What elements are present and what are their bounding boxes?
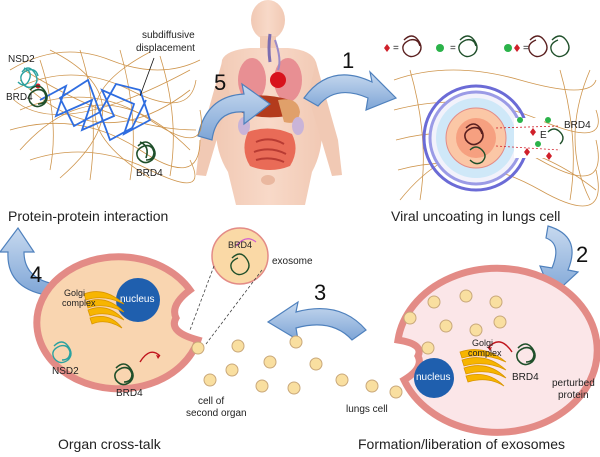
legend-equals-2: = bbox=[450, 43, 456, 54]
label-organ-nsd2: NSD2 bbox=[52, 366, 79, 377]
label-cell-second-1: cell of bbox=[198, 396, 225, 407]
subdiffusive-path bbox=[39, 78, 152, 142]
step-number-3: 3 bbox=[314, 280, 327, 305]
label-displacement: displacement bbox=[136, 43, 195, 54]
label-organ-golgi-1: Golgi bbox=[64, 288, 86, 298]
exosome-dots bbox=[191, 289, 507, 399]
organ-nucleus bbox=[116, 278, 160, 322]
nsd2-protein bbox=[17, 67, 39, 89]
arrows bbox=[0, 70, 580, 342]
caption-exosome-formation: Formation/liberation of exosomes bbox=[358, 436, 565, 452]
arrow-step-5 bbox=[197, 82, 272, 141]
label-lungs-golgi-2: complex bbox=[468, 348, 502, 358]
caption-protein-interaction: Protein-protein interaction bbox=[8, 208, 169, 224]
viral-cell bbox=[393, 69, 599, 207]
label-protein: protein bbox=[558, 390, 589, 401]
organ-brd4 bbox=[114, 363, 134, 386]
label-lungs-golgi-1: Golgi bbox=[472, 338, 494, 348]
label-organ-nucleus: nucleus bbox=[120, 294, 155, 305]
lungs-brd4 bbox=[516, 343, 536, 366]
caption-viral-uncoating: Viral uncoating in lungs cell bbox=[391, 208, 561, 224]
viral-legend bbox=[384, 35, 570, 58]
step-number-2: 2 bbox=[576, 242, 589, 267]
exosome-bubble bbox=[189, 227, 269, 345]
step-number-5: 5 bbox=[214, 70, 227, 95]
label-subdiffusive: subdiffusive bbox=[142, 30, 195, 41]
label-nsd2-top: NSD2 bbox=[8, 54, 35, 65]
protein-network bbox=[9, 49, 202, 184]
label-cell-second-2: second organ bbox=[186, 408, 247, 419]
organ-cell bbox=[33, 253, 203, 393]
lungs-nucleus bbox=[414, 358, 454, 398]
label-lungs-cell: lungs cell bbox=[346, 404, 388, 415]
label-lungs-brd4: BRD4 bbox=[512, 372, 539, 383]
legend-equals-3: = bbox=[523, 43, 529, 54]
brd4-protein-bottom bbox=[136, 141, 156, 164]
legend-equals-1: = bbox=[393, 43, 399, 54]
organ-nsd2 bbox=[52, 341, 72, 364]
lungs-cell bbox=[393, 264, 600, 436]
label-brd4-exosome: BRD4 bbox=[228, 240, 253, 250]
lungs-golgi bbox=[459, 349, 507, 387]
label-brd4-viral: BRD4 bbox=[564, 120, 591, 131]
label-e-mark: E bbox=[540, 130, 547, 141]
arrow-step-4 bbox=[0, 226, 55, 297]
organ-golgi bbox=[83, 291, 125, 329]
label-organ-brd4: BRD4 bbox=[116, 388, 143, 399]
arrow-step-3 bbox=[266, 300, 367, 342]
label-organ-golgi-2: complex bbox=[62, 298, 96, 308]
caption-organ-crosstalk: Organ cross-talk bbox=[58, 436, 161, 452]
label-exosome: exosome bbox=[272, 256, 313, 267]
step-number-4: 4 bbox=[30, 262, 43, 287]
label-lungs-nucleus: nucleus bbox=[416, 372, 451, 383]
brd4-protein-left bbox=[28, 85, 48, 108]
label-brd4-bottom: BRD4 bbox=[136, 168, 163, 179]
label-perturbed: perturbed bbox=[552, 378, 595, 389]
label-brd4-left: BRD4 bbox=[6, 92, 33, 103]
step-number-1: 1 bbox=[342, 48, 355, 73]
arrow-step-1 bbox=[303, 70, 398, 111]
